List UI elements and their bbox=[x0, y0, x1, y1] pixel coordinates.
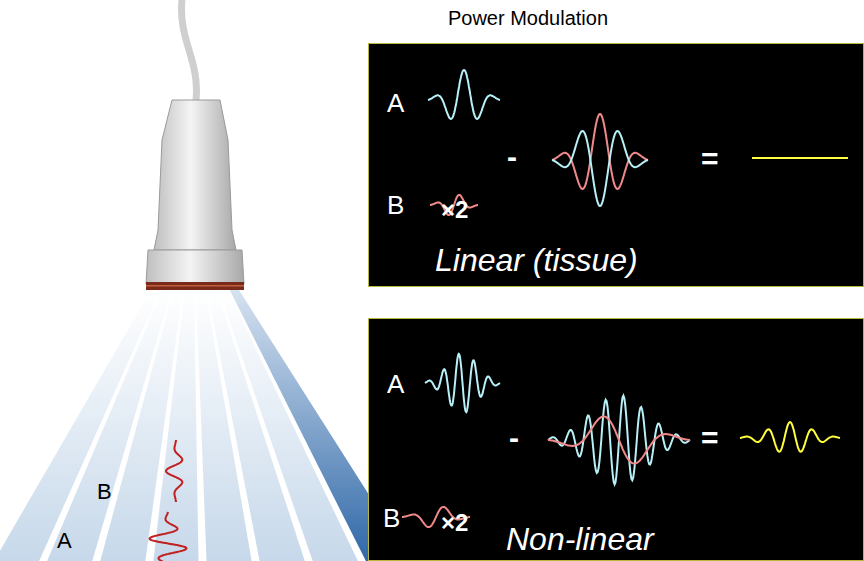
panel-caption: Linear (tissue) bbox=[435, 244, 638, 276]
beam-ray bbox=[153, 290, 198, 561]
diagram-title: Power Modulation bbox=[0, 8, 864, 28]
beam-fan bbox=[0, 290, 411, 561]
waves bbox=[150, 70, 840, 561]
transducer-face bbox=[146, 282, 244, 290]
transducer-line bbox=[146, 285, 244, 287]
probe-body bbox=[154, 100, 236, 250]
multiplier: ×2 bbox=[441, 511, 468, 535]
beam-ray bbox=[219, 290, 358, 561]
pulse-wave bbox=[548, 396, 690, 485]
operator: - bbox=[507, 142, 517, 172]
probe-head bbox=[146, 250, 244, 284]
pulse-wave bbox=[166, 440, 182, 502]
multiplier: ×2 bbox=[441, 198, 468, 222]
operator: - bbox=[509, 423, 519, 453]
wave-letter: A bbox=[387, 371, 404, 397]
pulse-wave bbox=[552, 131, 648, 206]
pulse-wave bbox=[740, 422, 840, 452]
probe-cable bbox=[182, 0, 197, 100]
operator: = bbox=[701, 423, 719, 453]
panel-box: A - = B ×2Linear (tissue) bbox=[368, 43, 864, 287]
wave-letter: A bbox=[387, 90, 404, 116]
panel-ground bbox=[368, 318, 864, 561]
pulse-wave bbox=[552, 114, 648, 189]
wave-letter: B bbox=[383, 505, 400, 531]
panel-ground bbox=[368, 43, 864, 287]
pulse-wave bbox=[548, 416, 690, 463]
wave-label: B bbox=[97, 481, 112, 503]
wave-label: A bbox=[57, 530, 72, 552]
panel-caption: Non-linear bbox=[506, 523, 654, 555]
pulse-wave bbox=[425, 354, 500, 412]
wave-letter: B bbox=[387, 192, 404, 218]
result-line bbox=[752, 157, 848, 159]
operator: = bbox=[701, 144, 719, 174]
panel-box: A - = B ×2Non-linear bbox=[368, 318, 864, 561]
pulse-wave bbox=[428, 70, 500, 119]
pulse-wave bbox=[150, 512, 187, 561]
